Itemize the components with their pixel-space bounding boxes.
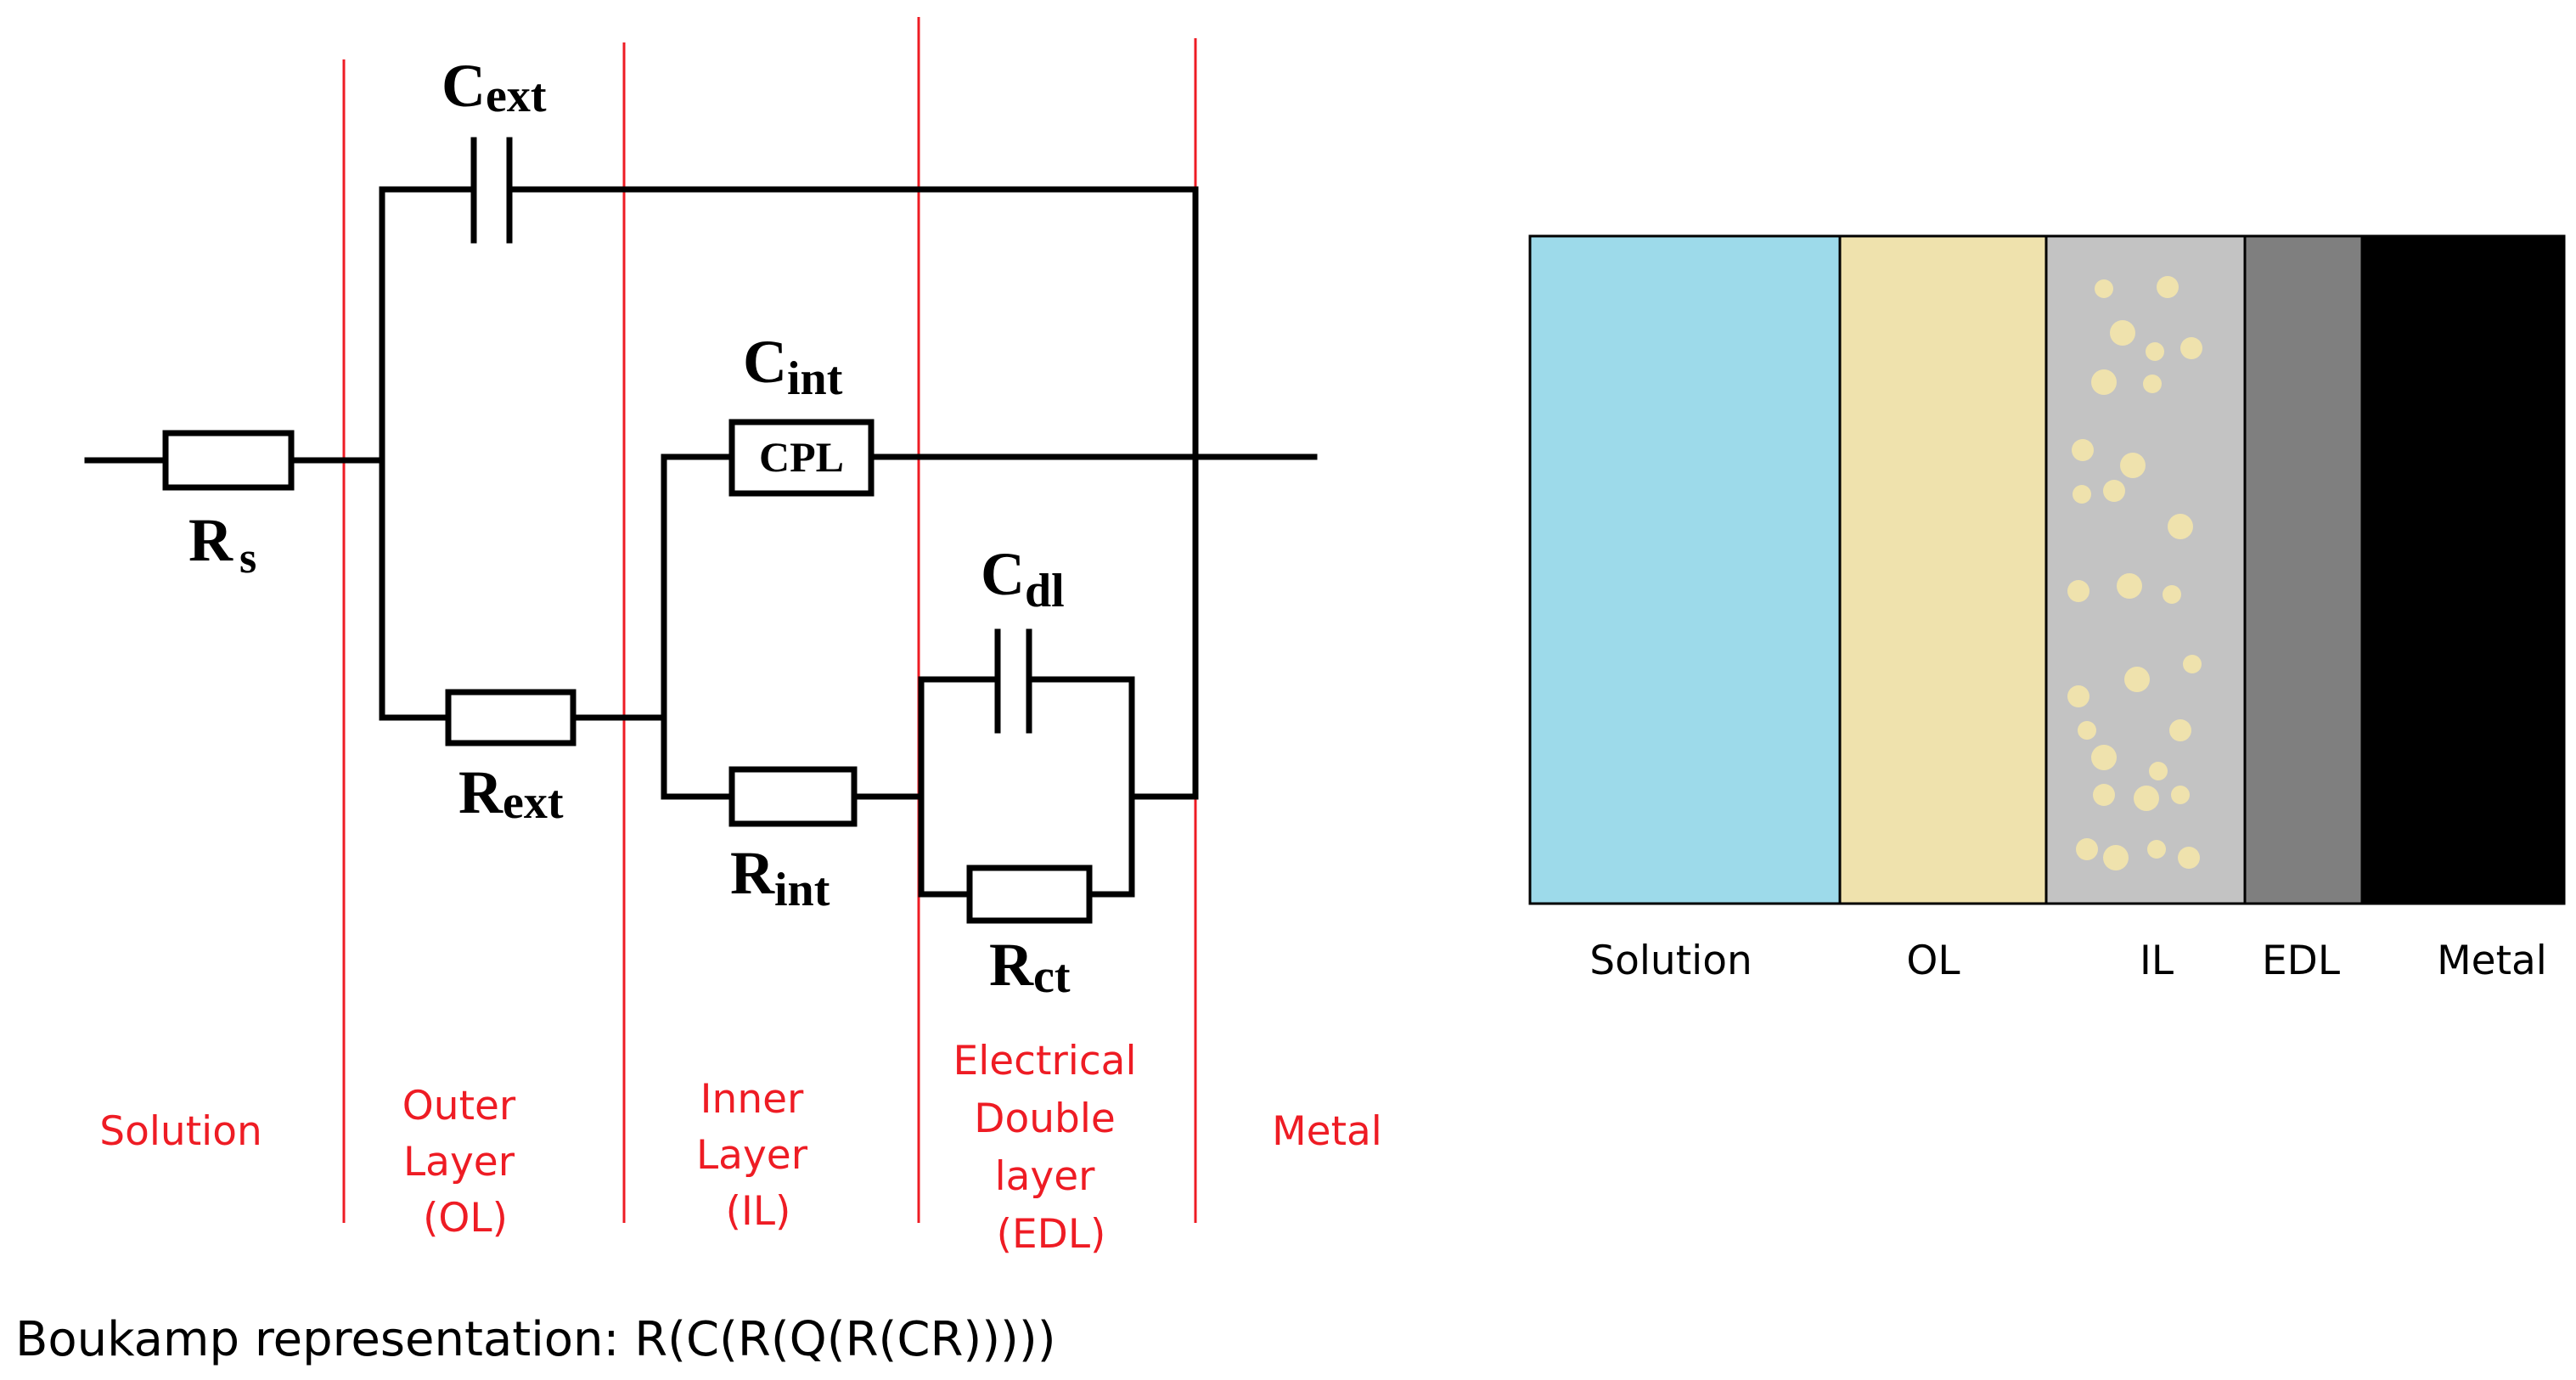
il-particle [2110,320,2135,346]
il-particle [2147,840,2166,859]
il-particle [2072,439,2094,461]
rext-resistor [445,689,577,746]
cpl-label: CPL [759,433,844,481]
cint-label: Cint [743,328,843,405]
il-particles [2067,276,2202,870]
il-particle [2149,762,2168,780]
cext-label: Cext [442,52,547,122]
region-label-inner-layer: Inner Layer (IL) [696,1076,820,1235]
cdl-capacitor [994,628,1032,734]
il-particle [2091,745,2117,770]
circuit-components: CPL [162,137,1318,924]
il-particle [2073,485,2091,504]
il-particle [2169,719,2191,741]
cext-capacitor [470,137,513,244]
il-particle [2143,375,2162,393]
region-label-edl: Electrical Double layer (EDL) [953,1038,1150,1258]
region-labels: Solution Outer Layer (OL) Inner Layer (I… [99,1038,1382,1258]
rct-resistor [966,865,1093,924]
rext-label: Rext [458,758,564,829]
il-particle [2163,585,2181,604]
layer-labels: Solution OL IL EDL Metal [1589,938,2547,984]
layer-label-edl: EDL [2262,938,2340,984]
il-particle [2120,453,2146,478]
cdl-label: Cdl [981,540,1065,617]
il-particle [2067,685,2089,707]
region-label-metal: Metal [1272,1108,1382,1155]
il-particle [2095,279,2113,298]
il-particle [2134,786,2159,811]
rs-resistor [162,430,295,491]
cpl-element [728,419,875,497]
il-particle [2180,337,2202,359]
il-particle [2093,784,2115,806]
layer-label-ol: OL [1906,938,1960,984]
il-particle [2183,655,2202,673]
il-particle [2178,847,2200,869]
region-label-solution: Solution [99,1108,262,1155]
il-particle [2078,721,2096,740]
layer-label-il: IL [2140,938,2174,984]
layer-solution [1530,236,1840,904]
layer-metal [2362,236,2564,904]
il-particle [2146,342,2164,361]
il-particle [2124,667,2150,692]
il-particle [2171,786,2190,804]
il-particle [2103,845,2129,870]
rint-label: Rint [730,839,830,916]
il-particle [2091,369,2117,395]
layer-schematic [1528,234,2566,905]
layer-edl [2245,236,2362,904]
rct-label: Rct [989,931,1071,1003]
boukamp-representation: Boukamp representation: R(C(R(Q(R(CR))))… [15,1312,1056,1367]
circuit-wires [84,186,1318,898]
il-particle [2076,838,2098,860]
il-particle [2067,580,2089,602]
layer-label-metal: Metal [2437,938,2547,984]
il-particle [2157,276,2179,298]
il-particle [2168,514,2193,539]
layer-label-solution: Solution [1589,938,1752,984]
layer-ol [1840,236,2046,904]
rint-resistor [728,766,858,827]
region-label-outer-layer: Outer Layer (OL) [402,1083,528,1242]
il-particle [2103,480,2125,502]
il-particle [2117,573,2142,599]
